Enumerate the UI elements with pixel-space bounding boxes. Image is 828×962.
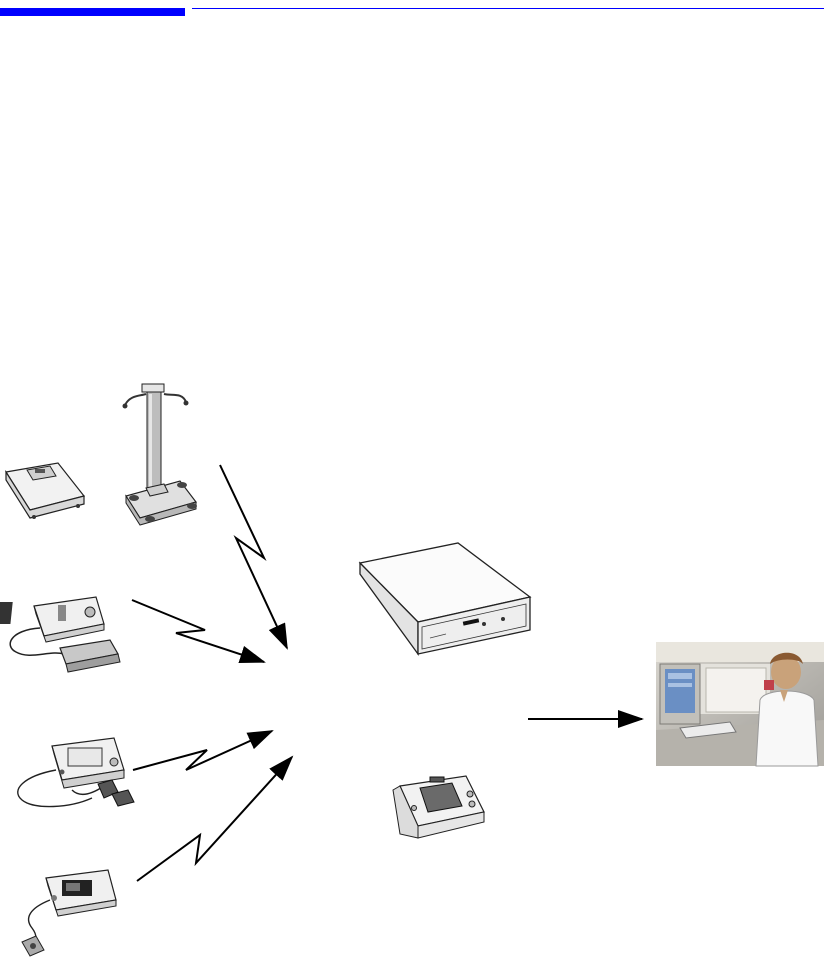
pulse-oximeter-icon	[22, 870, 116, 956]
wireless-link-blood-pressure	[132, 600, 264, 662]
wireless-link-scale	[220, 465, 287, 648]
wireless-link-ecg	[133, 731, 272, 770]
blood-pressure-monitor-icon	[0, 597, 120, 672]
home-monitor-display-icon	[393, 776, 484, 838]
base-station-receiver-icon	[360, 543, 530, 654]
clinician-workstation-photo-icon	[656, 642, 824, 766]
ecg-monitor-icon	[18, 738, 134, 807]
height-measure-scale-icon	[123, 384, 198, 525]
weight-scale-icon	[6, 463, 84, 519]
wireless-link-oximeter	[137, 757, 292, 881]
